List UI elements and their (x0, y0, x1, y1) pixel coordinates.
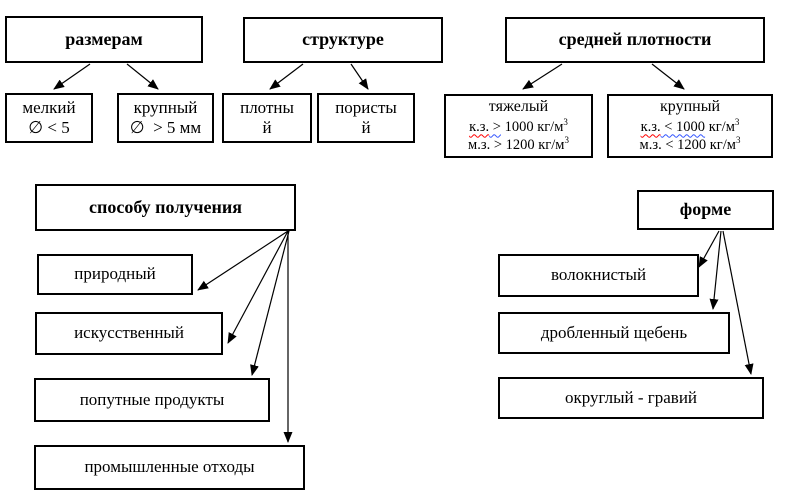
node-method-artificial: искусственный (35, 312, 223, 355)
superscript-3: 3 (735, 135, 741, 146)
node-density-heavy-coarse: к.з. > 1000 кг/м3 (469, 116, 568, 137)
node-density-heavy: тяжелый к.з. > 1000 кг/м3 м.з. > 1200 кг… (444, 94, 593, 158)
arrow-method-artificial (227, 230, 289, 344)
arrow-shape-crushed (709, 230, 722, 310)
node-method-waste-label: промышленные отходы (84, 457, 255, 477)
node-structure-dense-line1: плотны (240, 97, 294, 117)
arrow-method-byproducts (250, 230, 290, 376)
category-method-label: способу получения (88, 196, 243, 217)
arrow-size-small (53, 63, 91, 90)
node-structure-porous-line1: пористы (335, 97, 397, 117)
node-structure-dense-line2: й (262, 118, 272, 137)
spellcheck-red-underline: к.з. (469, 118, 490, 135)
node-density-light: крупный к.з. < 1000 кг/м3 м.з. < 1200 кг… (607, 94, 773, 158)
node-shape-rounded: округлый - гравий (498, 377, 764, 419)
category-shape-label: форме (679, 199, 732, 220)
node-method-natural: природный (37, 254, 193, 295)
node-density-heavy-name: тяжелый (488, 97, 549, 115)
node-density-light-fine: м.з. < 1200 кг/м3 (640, 136, 741, 155)
node-shape-rounded-label: округлый - гравий (564, 387, 698, 407)
superscript-3: 3 (734, 116, 740, 127)
arrow-structure-dense (269, 63, 304, 90)
category-density-label: средней плотности (558, 29, 712, 50)
arrow-density-light (651, 63, 685, 90)
node-size-large: крупный ∅ > 5 мм (117, 93, 214, 143)
node-structure-dense: плотны й (222, 93, 312, 143)
node-method-waste: промышленные отходы (34, 445, 305, 490)
grammar-blue-underline: < 1000 (660, 118, 706, 135)
node-method-artificial-label: искусственный (74, 323, 184, 343)
arrow-structure-porous (350, 63, 369, 90)
superscript-3: 3 (564, 135, 569, 146)
grammar-blue-underline: > (489, 118, 501, 135)
arrow-density-heavy (522, 63, 563, 90)
node-method-byproducts-label: попутные продукты (79, 389, 225, 409)
arrow-method-natural (197, 230, 289, 291)
arrow-shape-fibrous (698, 230, 720, 268)
node-structure-porous-line2: й (361, 118, 371, 137)
node-size-large-value: ∅ > 5 мм (129, 118, 202, 137)
node-density-light-coarse: к.з. < 1000 кг/м3 (640, 116, 740, 137)
spellcheck-red-underline: к.з. (640, 118, 661, 135)
arrow-size-large (126, 63, 159, 90)
node-size-small-name: мелкий (22, 97, 76, 117)
node-density-heavy-fine-text: м.з. > 1200 кг/м (468, 137, 565, 154)
node-size-small-value: ∅ < 5 (28, 118, 70, 137)
category-density: средней плотности (505, 17, 765, 63)
category-size: размерам (5, 16, 203, 63)
node-density-light-fine-text: м.з. < 1200 кг/м (639, 137, 736, 154)
node-method-natural-label: природный (74, 264, 156, 284)
node-size-large-name: крупный (133, 97, 198, 117)
category-size-label: размерам (65, 28, 143, 49)
node-size-small: мелкий ∅ < 5 (5, 93, 93, 143)
node-method-byproducts: попутные продукты (34, 378, 270, 422)
category-structure: структуре (243, 17, 443, 63)
superscript-3: 3 (563, 116, 568, 127)
node-density-heavy-coarse-rest: 1000 кг/м (500, 118, 564, 135)
node-density-light-name: крупный (660, 97, 720, 115)
node-density-heavy-fine: м.з. > 1200 кг/м3 (468, 136, 569, 155)
node-shape-crushed-label: дробленный щебень (540, 322, 688, 342)
category-structure-label: структуре (302, 29, 384, 50)
node-density-light-coarse-rest: кг/м (705, 118, 735, 135)
node-shape-fibrous-label: волокнистый (550, 265, 647, 285)
node-shape-crushed: дробленный щебень (498, 312, 730, 354)
node-shape-fibrous: волокнистый (498, 254, 699, 297)
category-shape: форме (637, 190, 774, 230)
category-method: способу получения (35, 184, 296, 231)
node-structure-porous: пористы й (317, 93, 415, 143)
